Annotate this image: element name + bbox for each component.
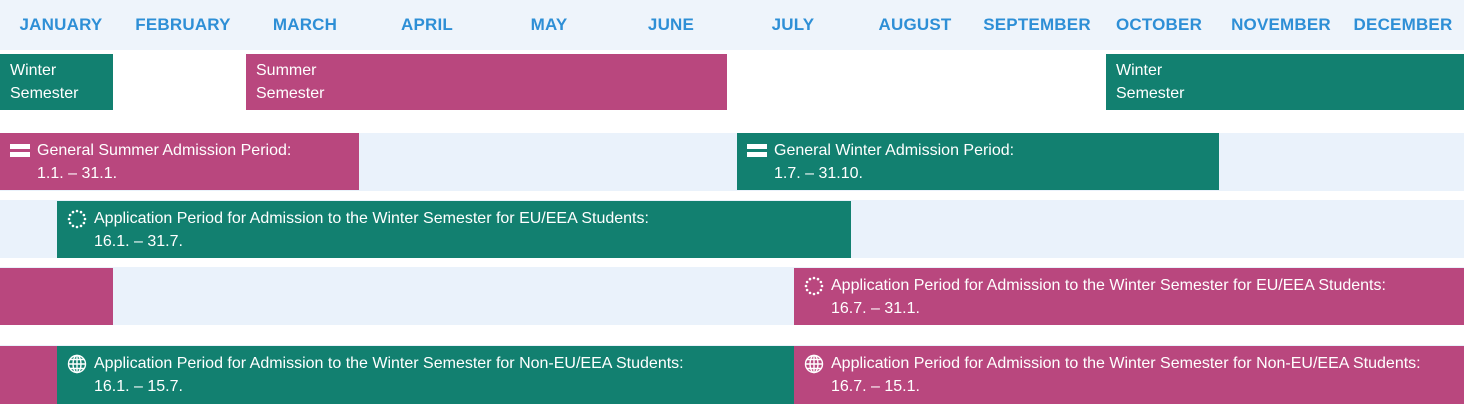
- period-title: Application Period for Admission to the …: [94, 355, 684, 372]
- semester-label-line1: Winter: [10, 62, 57, 79]
- period-title: General Winter Admission Period:: [774, 142, 1015, 159]
- semester-label-line2: Semester: [256, 85, 325, 102]
- period-dates: 1.1. – 31.1.: [37, 165, 118, 182]
- eu-eea-summer-application-bar: Application Period for Admission to the …: [794, 268, 1464, 325]
- period-dates: 16.7. – 15.1.: [831, 378, 920, 395]
- period-title: Application Period for Admission to the …: [94, 210, 649, 227]
- period-dates: 16.1. – 31.7.: [94, 233, 183, 250]
- month-october: OCTOBER: [1115, 15, 1203, 34]
- flag-icon: [747, 143, 767, 157]
- summer-semester-bar: Summer Semester: [246, 54, 727, 110]
- non-eu-eea-summer-application-bar: Application Period for Admission to the …: [794, 346, 1464, 404]
- general-summer-admission-bar: General Summer Admission Period: 1.1. – …: [0, 133, 359, 190]
- month-header: JANUARY FEBRUARY MARCH APRIL MAY JUNE JU…: [0, 0, 1464, 50]
- period-title: Application Period for Admission to the …: [831, 355, 1421, 372]
- general-winter-admission-bar: General Winter Admission Period: 1.7. – …: [737, 133, 1219, 190]
- semester-label-line2: Semester: [10, 85, 79, 102]
- winter-semester-bar-left: Winter Semester: [0, 54, 113, 110]
- period-title: General Summer Admission Period:: [37, 142, 292, 159]
- period-dates: 16.1. – 15.7.: [94, 378, 183, 395]
- semester-label-line2: Semester: [1116, 85, 1185, 102]
- month-august: AUGUST: [878, 15, 952, 34]
- month-july: JULY: [771, 15, 815, 34]
- month-may: MAY: [530, 15, 568, 34]
- globe-icon: [804, 354, 824, 373]
- semester-label-line1: Winter: [1116, 62, 1163, 79]
- eu-stars-icon: [67, 209, 87, 228]
- eu-eea-summer-application-bar-start: [0, 268, 113, 325]
- month-march: MARCH: [272, 15, 338, 34]
- month-june: JUNE: [647, 15, 695, 34]
- non-eu-eea-winter-application-bar: Application Period for Admission to the …: [57, 346, 794, 404]
- month-september: SEPTEMBER: [983, 15, 1091, 34]
- winter-semester-bar-right: Winter Semester: [1106, 54, 1464, 110]
- non-eu-summer-application-bar-start: [0, 346, 57, 404]
- period-title: Application Period for Admission to the …: [831, 277, 1386, 294]
- month-january: JANUARY: [19, 15, 103, 34]
- globe-icon: [67, 354, 87, 373]
- semester-label-line1: Summer: [256, 62, 317, 79]
- month-february: FEBRUARY: [135, 15, 231, 34]
- month-november: NOVEMBER: [1231, 15, 1331, 34]
- period-dates: 16.7. – 31.1.: [831, 300, 920, 317]
- eu-stars-icon: [804, 276, 824, 295]
- month-december: DECEMBER: [1353, 15, 1453, 34]
- eu-eea-winter-application-bar: Application Period for Admission to the …: [57, 201, 851, 258]
- month-april: APRIL: [401, 15, 453, 34]
- flag-icon: [10, 143, 30, 157]
- period-dates: 1.7. – 31.10.: [774, 165, 863, 182]
